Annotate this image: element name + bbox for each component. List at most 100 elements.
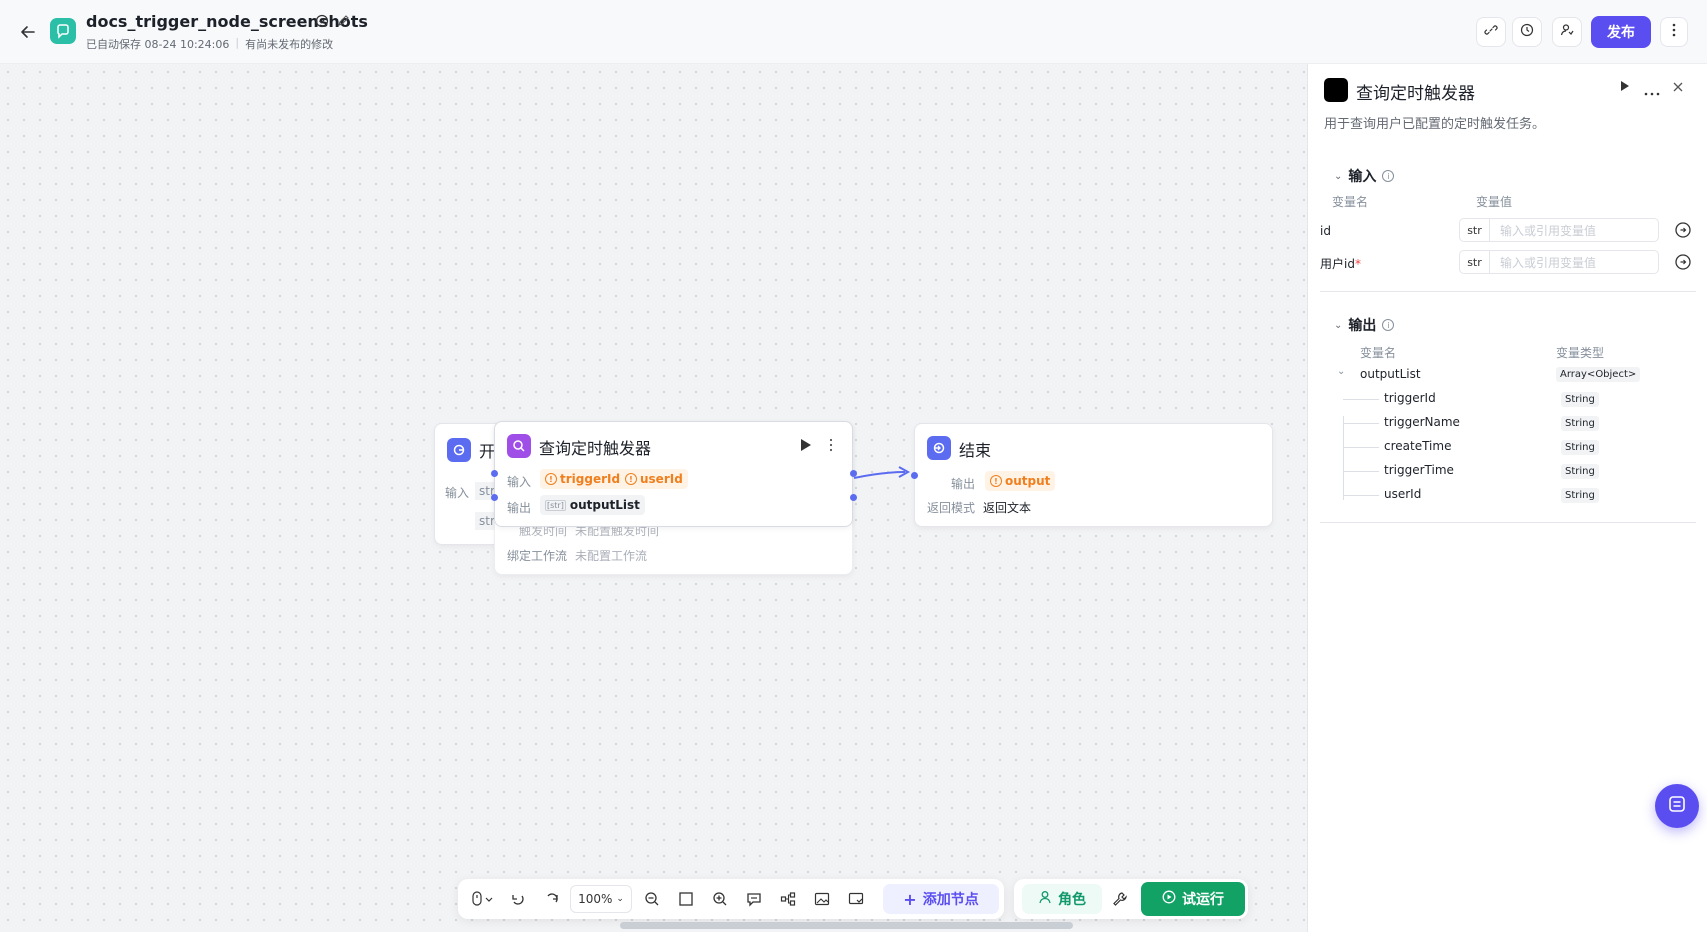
section-divider xyxy=(1320,522,1696,523)
warning-icon: ! xyxy=(545,473,557,485)
input-col-value: 变量值 xyxy=(1476,195,1513,209)
start-output-port[interactable] xyxy=(491,494,498,501)
tree-line xyxy=(1343,399,1379,400)
comment-icon[interactable] xyxy=(744,889,764,909)
bind-workflow-value: 未配置工作流 xyxy=(575,549,648,563)
output-child-type: String xyxy=(1561,392,1599,407)
output-child-type: String xyxy=(1561,464,1599,479)
assistant-float-button[interactable] xyxy=(1655,784,1699,828)
trigger-output-port[interactable] xyxy=(850,470,857,477)
type-select[interactable]: str xyxy=(1460,219,1490,241)
trigger-output-port-2[interactable] xyxy=(850,494,857,501)
publish-button[interactable]: 发布 xyxy=(1591,16,1651,48)
autosave-status: 已自动保存 08-24 10:24:06 xyxy=(86,38,230,51)
type-select[interactable]: str xyxy=(1460,251,1490,273)
back-arrow-icon[interactable] xyxy=(18,22,38,42)
test-run-button[interactable]: 试运行 xyxy=(1141,882,1245,916)
input-section-header[interactable]: ⌄ 输入 i xyxy=(1334,166,1395,186)
output-child-name: triggerId xyxy=(1384,391,1436,405)
clock-icon xyxy=(1520,23,1534,41)
variable-ref-icon[interactable] xyxy=(1674,221,1692,243)
wrench-icon[interactable] xyxy=(1110,889,1130,909)
fit-view-icon[interactable] xyxy=(676,889,696,909)
warning-icon: ! xyxy=(625,473,637,485)
end-node-title: 结束 xyxy=(959,441,992,460)
start-tag-2: str xyxy=(475,512,499,530)
output-tag-outputlist: [str]outputList xyxy=(540,495,645,515)
panel-title: 查询定时触发器 xyxy=(1356,84,1475,104)
layout-icon[interactable] xyxy=(778,889,798,909)
more-vertical-icon xyxy=(1672,23,1676,41)
input-col-name: 变量名 xyxy=(1332,195,1369,209)
input-name-id: id xyxy=(1320,224,1331,238)
output-root-type: Array<Object> xyxy=(1556,367,1641,382)
trigger-node[interactable]: 查询定时触发器 输入 !triggerId !userId 输出 [str]ou… xyxy=(494,421,853,527)
zoom-select[interactable]: 100% ⌄ xyxy=(570,885,632,913)
zoom-in-icon[interactable] xyxy=(710,889,730,909)
warning-icon: ! xyxy=(990,475,1002,487)
end-output-label: 输出 xyxy=(951,477,976,491)
output-child-type: String xyxy=(1561,488,1599,503)
output-section-title: 输出 xyxy=(1348,318,1377,334)
input-field-id[interactable]: str 输入或引用变量值 xyxy=(1459,218,1659,242)
output-child-type: String xyxy=(1561,416,1599,431)
output-child-name: createTime xyxy=(1384,439,1452,453)
node-config-panel: 查询定时触发器 用于查询用户已配置的定时触发任务。 ⌄ 输入 i 变量名 变量值… xyxy=(1307,64,1707,932)
collaborator-button[interactable] xyxy=(1552,17,1582,47)
input-tag-userid: !userId xyxy=(620,469,688,489)
tree-line xyxy=(1343,416,1344,500)
horizontal-scrollbar[interactable] xyxy=(620,922,1073,929)
input-section-title: 输入 xyxy=(1348,169,1377,185)
workflow-title: docs_trigger_node_screenshots xyxy=(86,12,368,31)
zoom-value: 100% xyxy=(578,892,613,906)
value-placeholder: 输入或引用变量值 xyxy=(1500,223,1597,238)
output-child-name: triggerTime xyxy=(1384,463,1454,477)
info-icon[interactable]: i xyxy=(1382,319,1395,331)
output-child-type: String xyxy=(1561,440,1599,455)
chevron-down-icon: ⌄ xyxy=(616,894,624,904)
end-output-tag: !output xyxy=(985,471,1056,491)
info-icon[interactable]: i xyxy=(1382,170,1395,182)
panel-more-icon[interactable] xyxy=(1644,84,1660,100)
canvas-toolbar: 100% ⌄ + 添加节点 xyxy=(458,879,1004,919)
chevron-down-icon: ⌄ xyxy=(1334,170,1343,182)
zoom-out-icon[interactable] xyxy=(642,889,662,909)
more-menu-button[interactable] xyxy=(1660,17,1688,47)
undo-icon[interactable] xyxy=(508,889,528,909)
link-button[interactable] xyxy=(1476,17,1506,47)
role-label: 角色 xyxy=(1058,892,1086,908)
node-more-icon[interactable] xyxy=(829,438,833,456)
redo-icon[interactable] xyxy=(542,889,562,909)
screenshot-icon[interactable] xyxy=(846,889,866,909)
trigger-time-label: 触发时间 xyxy=(519,524,568,538)
output-section-header[interactable]: ⌄ 输出 i xyxy=(1334,315,1395,335)
history-button[interactable] xyxy=(1512,17,1542,47)
panel-close-icon[interactable] xyxy=(1672,81,1684,97)
add-node-button[interactable]: + 添加节点 xyxy=(883,884,999,914)
edit-pencil-icon[interactable] xyxy=(337,14,350,32)
start-node-title: 开 xyxy=(479,442,496,461)
end-input-port[interactable] xyxy=(911,472,918,479)
edge-trigger-to-end[interactable] xyxy=(853,462,917,482)
output-child-name: triggerName xyxy=(1384,415,1460,429)
run-node-icon[interactable] xyxy=(800,438,812,456)
user-share-icon xyxy=(1560,23,1574,41)
output-root-name: outputList xyxy=(1360,367,1421,381)
plus-icon: + xyxy=(903,889,917,909)
subtitle-divider: | xyxy=(235,36,240,49)
trigger-output-label: 输出 xyxy=(507,501,532,515)
trigger-node-title: 查询定时触发器 xyxy=(539,439,652,458)
tree-line xyxy=(1343,447,1379,448)
variable-ref-icon[interactable] xyxy=(1674,253,1692,275)
chevron-down-icon[interactable]: ⌄ xyxy=(1337,366,1346,377)
role-button[interactable]: 角色 xyxy=(1022,884,1102,914)
end-node-icon xyxy=(927,436,951,460)
end-node[interactable]: 结束 输出 !output 返回模式 返回文本 xyxy=(914,423,1273,527)
trigger-input-port[interactable] xyxy=(491,470,498,477)
section-divider xyxy=(1320,291,1696,292)
add-node-label: 添加节点 xyxy=(922,892,979,908)
input-field-userid[interactable]: str 输入或引用变量值 xyxy=(1459,250,1659,274)
panel-run-icon[interactable] xyxy=(1620,80,1630,96)
minimap-icon[interactable] xyxy=(812,889,832,909)
pointer-mode-icon[interactable] xyxy=(468,889,498,909)
